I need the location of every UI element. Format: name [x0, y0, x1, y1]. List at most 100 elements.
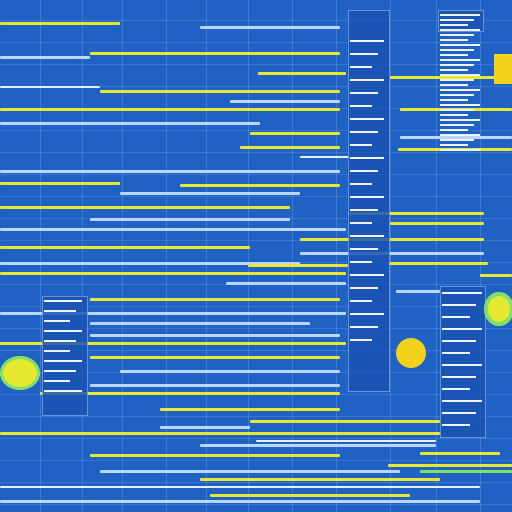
grid-vline: [206, 0, 207, 512]
timeline-bar[interactable]: [0, 342, 346, 345]
grid-hline: [0, 130, 512, 131]
timeline-bar[interactable]: [420, 452, 500, 455]
timeline-bar[interactable]: [90, 322, 310, 325]
panel-row-mark: [350, 339, 372, 341]
timeline-bar[interactable]: [100, 470, 400, 473]
grid-hline: [0, 86, 512, 87]
panel-row-mark: [440, 129, 468, 131]
grid-vline: [122, 0, 123, 512]
timeline-bar[interactable]: [200, 478, 440, 481]
status-indicator-right[interactable]: [484, 292, 512, 326]
timeline-bar[interactable]: [250, 132, 340, 135]
timeline-bar[interactable]: [90, 454, 340, 457]
panel-row-mark: [440, 79, 474, 81]
timeline-bar[interactable]: [250, 420, 440, 423]
timeline-bar[interactable]: [258, 72, 346, 75]
timeline-bar[interactable]: [300, 156, 350, 158]
timeline-bar[interactable]: [200, 444, 436, 447]
timeline-bar[interactable]: [388, 464, 512, 467]
panel-row-mark: [350, 313, 384, 315]
grid-hline: [0, 42, 512, 43]
timeline-bar[interactable]: [160, 408, 340, 411]
timeline-bar[interactable]: [0, 272, 346, 275]
grid-hline: [0, 306, 512, 307]
panel-column-b: [348, 10, 390, 392]
panel-row-mark: [350, 287, 378, 289]
timeline-bar[interactable]: [100, 90, 340, 93]
grid-hline: [0, 328, 512, 329]
timeline-bar[interactable]: [390, 222, 484, 225]
timeline-bar[interactable]: [0, 122, 260, 125]
panel-row-mark: [442, 412, 476, 414]
grid-vline: [336, 0, 337, 512]
timeline-bar[interactable]: [300, 238, 484, 241]
panel-row-mark: [44, 390, 82, 392]
timeline-bar[interactable]: [230, 100, 340, 103]
timeline-bar[interactable]: [248, 264, 348, 267]
timeline-bar[interactable]: [420, 470, 512, 473]
panel-row-mark: [44, 360, 82, 362]
timeline-bar[interactable]: [0, 246, 250, 249]
timeline-bar[interactable]: [388, 262, 488, 265]
panel-row-mark: [350, 183, 372, 185]
panel-row-mark: [442, 388, 470, 390]
timeline-bar[interactable]: [0, 262, 300, 265]
timeline-bar[interactable]: [390, 76, 510, 79]
timeline-bar[interactable]: [348, 212, 484, 215]
timeline-bar[interactable]: [480, 274, 512, 277]
panel-row-mark: [350, 66, 372, 68]
timeline-bar[interactable]: [90, 298, 340, 301]
timeline-bar[interactable]: [0, 432, 440, 435]
grid-vline: [436, 0, 437, 512]
panel-row-mark: [440, 49, 474, 51]
panel-row-mark: [442, 424, 470, 426]
timeline-bar[interactable]: [200, 26, 340, 29]
timeline-bar[interactable]: [160, 426, 250, 429]
timeline-bar[interactable]: [0, 108, 340, 111]
panel-row-mark: [440, 84, 468, 86]
timeline-bar[interactable]: [240, 146, 340, 149]
timeline-bar[interactable]: [0, 206, 290, 209]
panel-row-mark: [440, 109, 474, 111]
panel-row-mark: [350, 222, 372, 224]
timeline-bar[interactable]: [0, 486, 480, 488]
timeline-bar[interactable]: [40, 392, 340, 395]
timeline-bar[interactable]: [90, 52, 340, 55]
status-indicator-left[interactable]: [0, 356, 40, 390]
panel-row-mark: [350, 300, 372, 302]
panel-row-mark: [350, 235, 384, 237]
timeline-bar[interactable]: [0, 22, 120, 25]
grid-hline: [0, 460, 512, 461]
timeline-bar[interactable]: [210, 494, 410, 497]
grid-hline: [0, 240, 512, 241]
timeline-bar[interactable]: [90, 218, 290, 221]
panel-column-d: [440, 286, 486, 438]
timeline-bar[interactable]: [400, 136, 512, 139]
panel-row-mark: [440, 19, 474, 21]
timeline-bar[interactable]: [226, 282, 346, 285]
panel-row-mark: [440, 29, 480, 31]
timeline-bar[interactable]: [0, 182, 120, 185]
timeline-bar[interactable]: [0, 170, 340, 173]
timeline-bar[interactable]: [256, 440, 436, 442]
timeline-bar[interactable]: [90, 356, 340, 359]
panel-row-mark: [44, 370, 76, 372]
timeline-bar[interactable]: [180, 184, 340, 187]
grid-vline: [480, 0, 481, 512]
grid-hline: [0, 20, 512, 21]
grid-vline: [292, 0, 293, 512]
panel-row-mark: [440, 34, 474, 36]
timeline-bar[interactable]: [0, 86, 100, 88]
timeline-bar[interactable]: [120, 192, 300, 195]
highlight-square[interactable]: [494, 54, 512, 84]
timeline-bar[interactable]: [300, 252, 484, 255]
timeline-bar[interactable]: [396, 290, 440, 293]
timeline-bar[interactable]: [90, 384, 340, 387]
timeline-bar[interactable]: [90, 334, 340, 337]
timeline-bar[interactable]: [0, 500, 480, 503]
timeline-bar[interactable]: [0, 56, 90, 59]
timeline-bar[interactable]: [120, 370, 340, 373]
timeline-bar[interactable]: [0, 228, 346, 231]
status-indicator-center[interactable]: [396, 338, 426, 368]
timeline-bar[interactable]: [0, 312, 346, 315]
